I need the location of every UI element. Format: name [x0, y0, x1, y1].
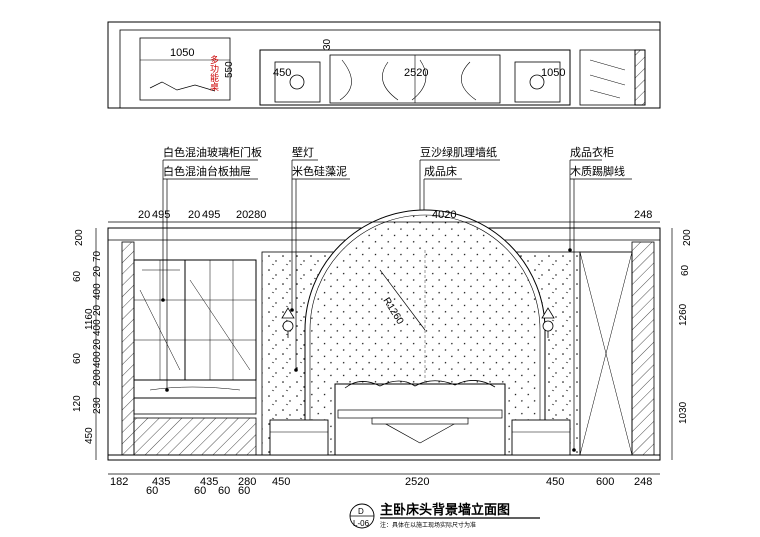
plan-dim-depth: 550	[224, 61, 235, 78]
left-dim-7: 20	[92, 304, 103, 316]
label-wall-lamp: 壁灯	[292, 145, 314, 159]
top-dimensions: 20 495 20 495 20	[138, 209, 652, 221]
left-dimensions: 200 60 70 20 400 1160 20 400 20 400 60 2…	[72, 229, 103, 444]
bottom-dim-10: 2520	[405, 476, 429, 488]
top-dim-6: 280	[248, 209, 266, 221]
left-dim-4: 20	[92, 265, 103, 277]
top-dim-4: 495	[202, 209, 220, 221]
wall-lamp-left	[281, 307, 295, 338]
top-dim-1: 20	[138, 209, 150, 221]
right-dim-3: 1260	[678, 303, 689, 326]
left-dim-13: 120	[72, 395, 83, 412]
nightstand-right	[511, 419, 571, 456]
right-dim-4: 1030	[678, 401, 689, 424]
bottom-dim-9: 450	[272, 476, 290, 488]
bottom-dim-2: 60	[146, 485, 158, 497]
left-dim-6: 1160	[84, 308, 95, 330]
label-wardrobe: 成品衣柜	[570, 145, 614, 159]
left-dim-12: 200	[92, 369, 103, 386]
bottom-dim-3: 435	[152, 476, 170, 488]
plan-dim-desk: 1050	[170, 47, 194, 59]
bottom-dim-12: 600	[596, 476, 614, 488]
plan-desk-label: 多功能桌	[209, 54, 219, 92]
plan-dim-nightstand-left: 450	[273, 67, 291, 79]
label-wallpaper: 豆沙绿肌理墙纸	[420, 145, 497, 159]
left-dim-8: 400	[92, 319, 103, 336]
right-dim-1: 200	[682, 229, 693, 246]
bottom-dim-11: 450	[546, 476, 564, 488]
bottom-dim-1: 182	[110, 476, 128, 488]
plan-dim-nightstand-right: 1050	[541, 67, 565, 79]
bottom-dim-6: 60	[218, 485, 230, 497]
top-dim-7: 4020	[432, 209, 456, 221]
bed	[334, 380, 506, 456]
bottom-dim-7: 280	[238, 476, 256, 488]
left-dim-2: 60	[72, 270, 83, 282]
top-dim-2: 495	[152, 209, 170, 221]
right-wall-section	[631, 241, 655, 456]
right-dimensions: 200 60 1260 1030	[678, 229, 693, 424]
bottom-dim-5: 435	[200, 476, 218, 488]
left-dim-3: 70	[92, 250, 103, 262]
label-bed: 成品床	[424, 164, 457, 178]
dimension-lines	[95, 221, 673, 475]
badge-top: D	[358, 507, 364, 516]
left-wall-section	[121, 241, 135, 456]
drawing-note: 注：具体在以施工现场实际尺寸为准	[380, 521, 476, 529]
bottom-dim-13: 248	[634, 476, 652, 488]
nightstand-left	[269, 419, 329, 456]
label-drawer: 白色混油台板抽屉	[163, 164, 251, 178]
plan-view	[107, 21, 661, 109]
wall-lamp-right	[541, 307, 555, 338]
left-dim-11: 60	[72, 352, 83, 364]
label-skirting: 木质踢脚线	[570, 164, 625, 178]
title-block: D L-06 主卧床头背景墙立面图 注：具体在以施工现场实际尺寸为准	[349, 502, 540, 529]
bottom-dim-8: 60	[238, 485, 250, 497]
left-dim-15: 450	[84, 427, 95, 444]
drawing-title: 主卧床头背景墙立面图	[380, 502, 510, 517]
label-glass-door: 白色混油玻璃柜门板	[163, 145, 262, 159]
left-dim-5: 400	[92, 283, 103, 300]
wardrobe	[579, 251, 633, 456]
bottom-dimensions: 182 60 435 60 435 60 280 60 450 2520 450…	[110, 476, 652, 497]
plan-dim-gap: 30	[322, 38, 333, 50]
plan-dimensions: 1050 450 2520 1050 30 550 多功能桌	[170, 38, 565, 91]
left-dim-1: 200	[74, 229, 85, 246]
glass-cabinet	[133, 259, 257, 415]
badge-bottom: L-06	[353, 519, 370, 528]
top-dim-3: 20	[188, 209, 200, 221]
left-dim-9: 20	[92, 338, 103, 350]
left-dim-10: 400	[92, 351, 103, 368]
bottom-dim-4: 60	[194, 485, 206, 497]
top-dim-5: 20	[236, 209, 248, 221]
plan-dim-bed: 2520	[404, 67, 428, 79]
left-dim-14: 230	[92, 397, 103, 414]
label-diatom: 米色硅藻泥	[292, 164, 347, 178]
top-dim-8: 248	[634, 209, 652, 221]
right-dim-2: 60	[680, 264, 691, 276]
cabinet-base	[133, 417, 257, 456]
elevation-view: R1260	[107, 209, 661, 461]
